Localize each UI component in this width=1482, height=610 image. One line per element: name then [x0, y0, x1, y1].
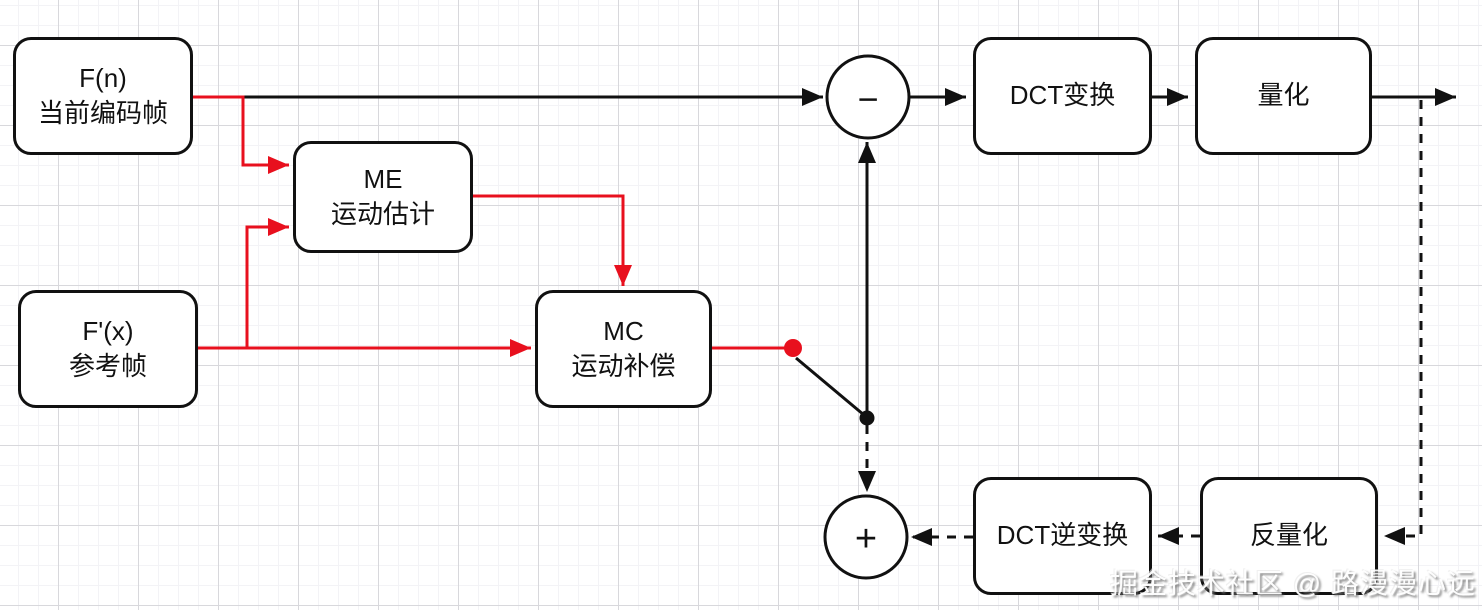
mc-label: 运动补偿	[571, 351, 676, 381]
dct-transform-label: DCT变换	[1009, 80, 1116, 111]
current-frame-label: 当前编码帧	[37, 98, 168, 128]
node-reference-frame: F'(x) 参考帧	[18, 290, 198, 408]
node-dequantization: 反量化	[1200, 477, 1378, 595]
reference-frame-label: 参考帧	[68, 351, 147, 381]
node-inverse-dct: DCT逆变换	[973, 477, 1152, 595]
edge-me-to-mc	[473, 194, 632, 286]
node-current-frame: F(n) 当前编码帧	[13, 37, 193, 155]
dequantization-label: 反量化	[1249, 520, 1328, 551]
node-quantization: 量化	[1195, 37, 1372, 155]
node-dct-transform: DCT变换	[973, 37, 1152, 155]
edge-reference-frame-to-me	[245, 218, 289, 348]
edge-quantization-to-dequantization-dashed	[1384, 100, 1423, 545]
me-symbol: ME	[363, 163, 403, 194]
switch-terminal-red-dot	[784, 339, 802, 357]
adder-sign: +	[855, 518, 877, 560]
subtractor-circle	[825, 54, 911, 140]
current-frame-symbol: F(n)	[79, 62, 127, 93]
switch-lever-line	[795, 356, 865, 417]
node-motion-estimation: ME 运动估计	[293, 141, 473, 253]
subtractor-sign: −	[857, 79, 878, 120]
mc-symbol: MC	[603, 315, 644, 346]
watermark-text: 掘金技术社区 @ 路漫漫心远	[1110, 568, 1476, 599]
adder-circle	[823, 494, 909, 580]
node-motion-compensation: MC 运动补偿	[535, 290, 712, 408]
switch-pivot-black-dot	[859, 410, 875, 426]
inverse-dct-label: DCT逆变换	[996, 520, 1129, 551]
reference-frame-symbol: F'(x)	[82, 315, 134, 346]
edge-current-frame-to-me	[193, 95, 289, 174]
quantization-label: 量化	[1257, 80, 1310, 111]
me-label: 运动估计	[330, 199, 435, 229]
